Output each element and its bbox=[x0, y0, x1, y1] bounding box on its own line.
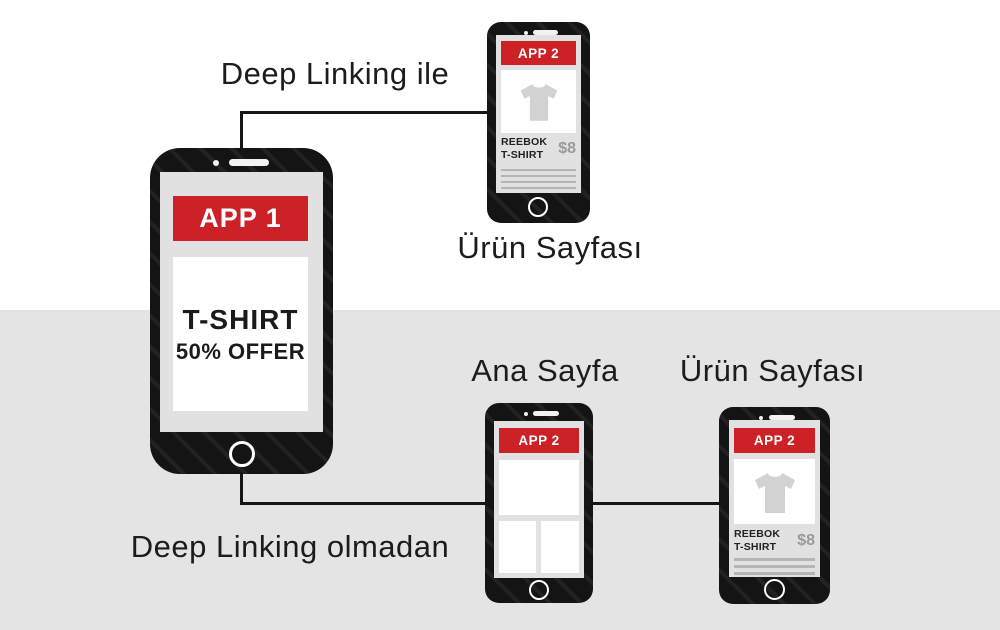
phone-app2-home: APP 2 bbox=[485, 403, 593, 603]
app2-banner: APP 2 bbox=[734, 428, 815, 453]
speaker-icon bbox=[533, 411, 559, 416]
product-name-line1: REEBOK bbox=[734, 528, 781, 540]
text-placeholder-line bbox=[501, 187, 576, 189]
camera-icon bbox=[524, 31, 528, 35]
product-name: REEBOK T-SHIRT bbox=[501, 136, 547, 162]
home-button bbox=[764, 579, 785, 600]
product-name-line2: T-SHIRT bbox=[734, 541, 777, 554]
product-info-row: REEBOK T-SHIRT $8 bbox=[734, 528, 815, 554]
camera-icon bbox=[213, 160, 219, 166]
tshirt-icon bbox=[520, 84, 557, 121]
tshirt-icon bbox=[754, 472, 795, 513]
phone-app2-home-screen: APP 2 bbox=[494, 421, 584, 578]
text-placeholder-line bbox=[501, 181, 576, 183]
offer-subtitle: 50% OFFER bbox=[175, 338, 306, 364]
phone-app2-product-bottom: APP 2 REEBOK T-SHIRT $8 bbox=[719, 407, 830, 604]
speaker-icon bbox=[533, 30, 558, 35]
phone-app2-product-top-screen: APP 2 REEBOK T-SHIRT $8 bbox=[496, 35, 581, 193]
caption-product-page-bottom: Ürün Sayfası bbox=[679, 353, 866, 388]
text-placeholder-line bbox=[734, 558, 815, 561]
home-button bbox=[528, 197, 548, 217]
phone-app2-product-bottom-screen: APP 2 REEBOK T-SHIRT $8 bbox=[729, 420, 820, 577]
connector-top-horizontal bbox=[240, 111, 490, 114]
phone-app1-screen: APP 1 T-SHIRT 50% OFFER bbox=[160, 172, 323, 432]
offer-title: T-SHIRT bbox=[182, 303, 299, 335]
home-placeholder-left bbox=[499, 521, 536, 573]
product-price: $8 bbox=[797, 532, 815, 550]
app2-banner: APP 2 bbox=[499, 428, 579, 453]
phone-app1: APP 1 T-SHIRT 50% OFFER bbox=[150, 148, 333, 474]
text-placeholder-line bbox=[734, 565, 815, 568]
phone-app2-product-top: APP 2 REEBOK T-SHIRT $8 bbox=[487, 22, 590, 223]
app2-banner: APP 2 bbox=[501, 41, 576, 65]
speaker-icon bbox=[769, 415, 795, 420]
product-name-line2: T-SHIRT bbox=[501, 149, 544, 162]
caption-home-page: Ana Sayfa bbox=[471, 353, 619, 388]
app1-banner: APP 1 bbox=[173, 196, 308, 241]
home-placeholder-large bbox=[499, 460, 579, 515]
product-name: REEBOK T-SHIRT bbox=[734, 528, 780, 554]
camera-icon bbox=[524, 412, 528, 416]
text-placeholder-line bbox=[501, 169, 576, 171]
caption-with-deep-linking: Deep Linking ile bbox=[220, 56, 450, 91]
app1-offer-card: T-SHIRT 50% OFFER bbox=[173, 257, 308, 411]
product-price: $8 bbox=[558, 140, 576, 158]
speaker-icon bbox=[229, 159, 269, 166]
product-name-line1: REEBOK bbox=[501, 136, 548, 148]
caption-product-page-top: Ürün Sayfası bbox=[457, 230, 643, 265]
connector-top-vertical bbox=[240, 111, 243, 151]
home-button bbox=[229, 441, 255, 467]
home-button bbox=[529, 580, 549, 600]
caption-without-deep-linking: Deep Linking olmadan bbox=[130, 529, 450, 564]
product-info-row: REEBOK T-SHIRT $8 bbox=[501, 136, 576, 162]
text-placeholder-line bbox=[501, 175, 576, 177]
home-placeholder-right bbox=[541, 521, 579, 573]
product-image-card bbox=[501, 70, 576, 133]
product-image-card bbox=[734, 459, 815, 524]
camera-icon bbox=[759, 416, 763, 420]
text-placeholder-line bbox=[734, 572, 815, 575]
connector-bottom-vertical bbox=[240, 474, 243, 505]
